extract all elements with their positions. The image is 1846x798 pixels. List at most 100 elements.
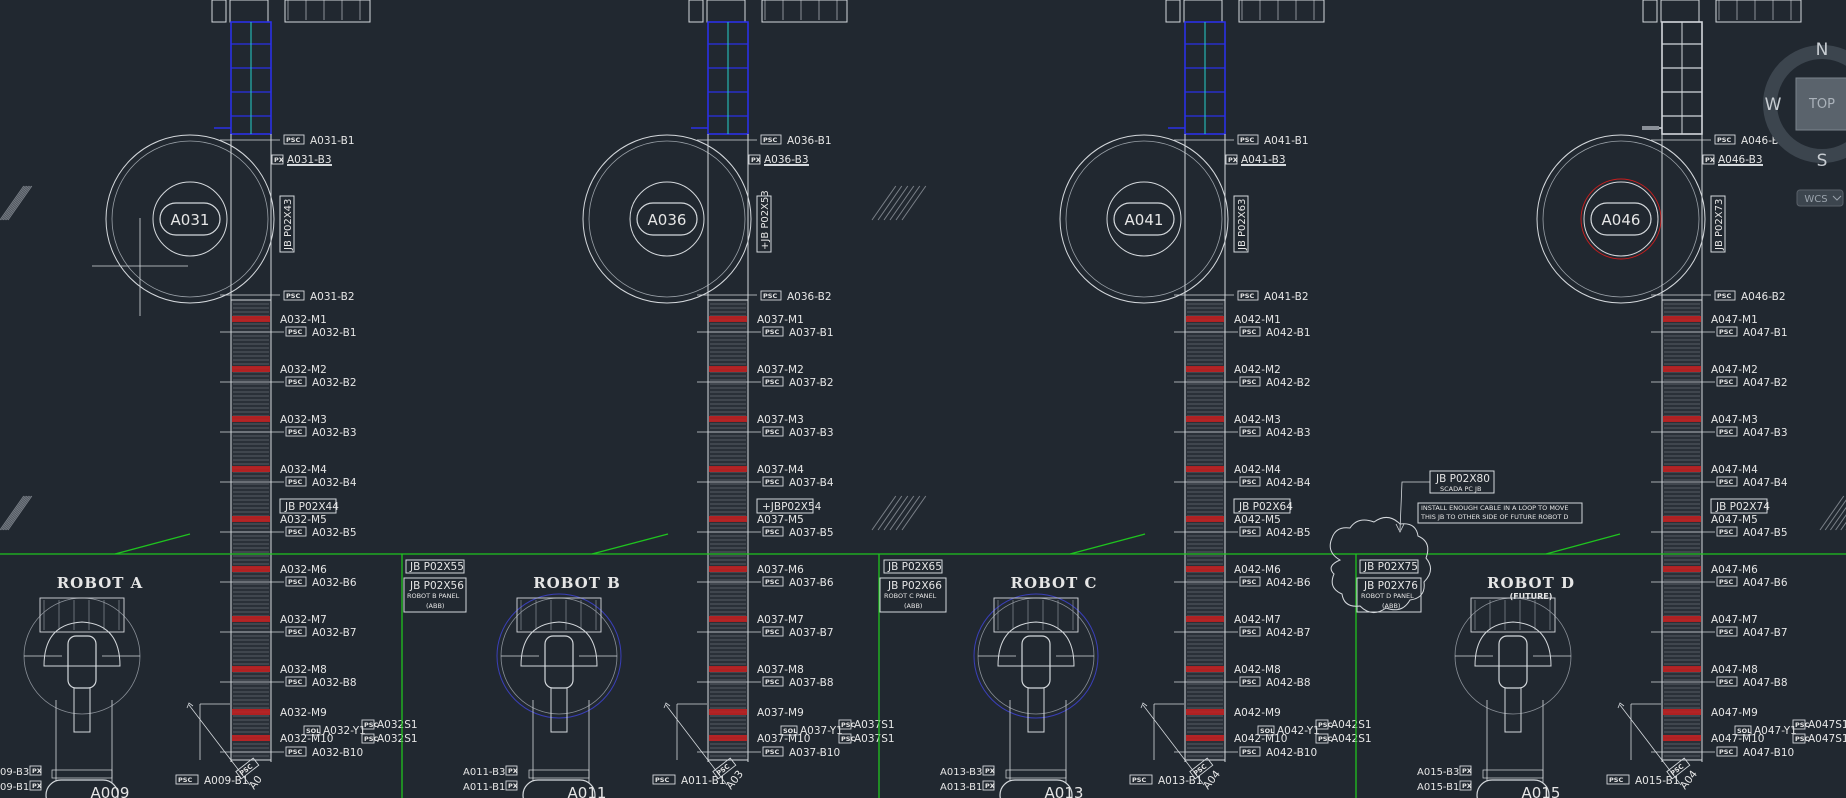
device-tag: SOL — [1734, 725, 1752, 736]
jb-tag-box — [1233, 498, 1291, 514]
motor-label: A042-M4 — [1234, 464, 1281, 476]
motor-label: A047-M3 — [1711, 414, 1758, 426]
device-tag-text: PX — [32, 767, 42, 775]
hatch-line — [2, 495, 28, 531]
sensor-label: A042-B6 — [1266, 577, 1311, 589]
device-tag-box — [1792, 733, 1806, 744]
device-tag-box — [285, 426, 307, 437]
station-sensor-label: A011-B3 — [463, 767, 505, 778]
jb-panel-d[interactable]: JB P02X75 JB P02X76 ROBOT D PANEL (ABB) — [1329, 517, 1431, 613]
compass-north[interactable]: N — [1816, 40, 1829, 60]
sensor-label: A042-B8 — [1266, 677, 1311, 689]
device-tag: PSC — [1239, 576, 1261, 587]
leader-arrow — [186, 702, 194, 709]
valve-label: A042-Y1 — [1277, 725, 1320, 737]
device-tag-box — [838, 719, 852, 730]
viewcube-top-face[interactable] — [1795, 77, 1846, 131]
device-tag-text: PSC — [1242, 578, 1256, 586]
jb-panel-tag: JB P02X65 — [887, 561, 942, 573]
sensor-label: A037-B8 — [789, 677, 834, 689]
device-tag: PSC — [1716, 426, 1738, 437]
conveyor-body — [1184, 299, 1226, 761]
device-tag: PSC — [361, 733, 378, 744]
drive-section — [709, 366, 747, 372]
device-tag: PX — [982, 765, 995, 776]
sensor-label-b3: A036-B3 — [764, 154, 809, 166]
device-tag-text: PSC — [1318, 735, 1332, 743]
device-tag: PSC — [1792, 733, 1809, 744]
compass-west[interactable]: W — [1765, 95, 1782, 115]
sensor-label-b1: A041-B1 — [1264, 135, 1309, 147]
device-tag-box — [712, 757, 737, 780]
hatch-patch — [0, 185, 33, 221]
device-tag: PX — [1459, 780, 1472, 791]
jb-panel-box: JB P02X76 — [1363, 580, 1418, 592]
device-tag-box — [1792, 719, 1806, 730]
device-tag-box — [762, 426, 784, 437]
jb-panel-c[interactable]: JB P02X65 JB P02X66 ROBOT C PANEL (ABB) — [879, 559, 947, 613]
device-tag-text: PSC — [1719, 678, 1733, 686]
overhead-frame — [1642, 0, 1658, 23]
viewcube[interactable]: TOP N S W WCS — [1763, 40, 1846, 207]
motor-label: A037-M3 — [757, 414, 804, 426]
station-sensor-label: A009-B1 — [204, 775, 249, 787]
device-tag-box — [1716, 526, 1738, 537]
hatch-line — [901, 185, 927, 221]
device-tag-text: PX — [1462, 782, 1472, 790]
device-tag-box — [1606, 774, 1630, 785]
device-tag: PSC — [1716, 746, 1738, 757]
sensor-label-b1: A031-B1 — [310, 135, 355, 147]
device-tag-text: PSC — [286, 136, 300, 144]
motor-label: A042-M7 — [1234, 614, 1281, 626]
jb-tag-box — [279, 498, 337, 514]
scada-callout[interactable]: JB P02X80 SCADA PC JB INSTALL ENOUGH CAB… — [1395, 470, 1583, 533]
motor-label: A037-M9 — [757, 707, 804, 719]
device-tag-box — [838, 733, 852, 744]
device-tag-text: PSC — [1242, 378, 1256, 386]
compass-south[interactable]: S — [1817, 151, 1828, 171]
device-tag-box — [760, 134, 782, 145]
hatch-line — [871, 495, 897, 531]
sensor-label: A042-B3 — [1266, 427, 1311, 439]
device-tag: PSC — [285, 626, 307, 637]
device-tag-text: PSC — [1318, 721, 1332, 729]
device-tag-box — [1714, 134, 1736, 145]
wcs-menu-button[interactable] — [1796, 189, 1844, 207]
device-tag: PSC — [1714, 290, 1736, 301]
hatch-line — [871, 185, 897, 221]
device-tag-text: SOL — [1260, 727, 1274, 735]
drive-section — [709, 566, 747, 572]
drive-section — [232, 316, 270, 322]
device-tag: PSC — [1239, 626, 1261, 637]
motor-label: A047-M7 — [1711, 614, 1758, 626]
station-frame — [51, 769, 113, 779]
device-tag-text: PSC — [1717, 136, 1731, 144]
device-tag-text: PSC — [288, 428, 302, 436]
viewcube-compass-ring[interactable] — [1763, 45, 1846, 163]
motor-label: A042-M2 — [1234, 364, 1281, 376]
device-tag-text: PSC — [1242, 528, 1256, 536]
device-tag-box — [748, 154, 761, 165]
robot-title: ROBOT D — [1487, 574, 1575, 592]
device-tag-text: PSC — [364, 721, 378, 729]
station-id: A013 — [1045, 784, 1084, 798]
device-tag-box — [780, 725, 798, 736]
device-tag-text: PSC — [288, 478, 302, 486]
drive-section — [1186, 709, 1224, 715]
device-tag-text: PSC — [1240, 292, 1254, 300]
device-tag: PSC — [1714, 134, 1736, 145]
sensor-label: A032-B6 — [312, 577, 357, 589]
hatch-line — [4, 495, 30, 531]
device-tag-box — [762, 676, 784, 687]
device-tag-text: PSC — [1719, 478, 1733, 486]
zone-diagonal-line — [1545, 533, 1621, 555]
device-tag-box — [1129, 774, 1153, 785]
jb-panel-b[interactable]: JB P02X55 JB P02X56 ROBOT B PANEL (ABB) — [403, 559, 467, 613]
device-tag: PSC — [1239, 376, 1261, 387]
sensor-label: A037-B7 — [789, 627, 834, 639]
device-tag: SOL — [780, 725, 798, 736]
station-sensor-label: 09-B1 — [0, 782, 29, 793]
drive-section — [1186, 735, 1224, 741]
